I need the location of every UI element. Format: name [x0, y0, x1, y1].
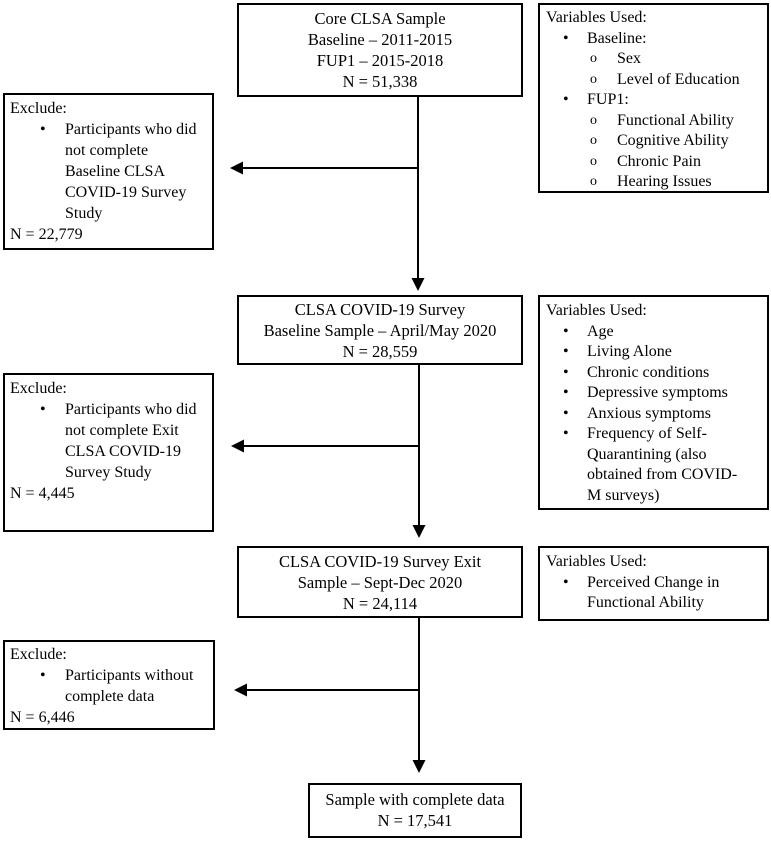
- bullet-icon: •: [563, 343, 569, 360]
- bullet-icon: •: [40, 401, 46, 418]
- bullet-icon: •: [563, 573, 569, 591]
- variables-item: Living Alone: [587, 343, 672, 360]
- arrowhead-left-icon: [231, 439, 244, 453]
- arrowhead-down-icon: [412, 525, 426, 538]
- variables-title: Variables Used:: [546, 9, 647, 26]
- exit-survey-box: CLSA COVID-19 Survey Exit Sample – Sept-…: [237, 546, 523, 618]
- exclude-title: Exclude:: [10, 100, 67, 117]
- variables-title: Variables Used:: [546, 302, 647, 319]
- arrowhead-left-icon: [234, 683, 247, 697]
- variables-group-label: Baseline:: [587, 29, 647, 47]
- variables-item: Age: [587, 322, 614, 340]
- exclude-box-2: Exclude: • Participants who did not comp…: [3, 373, 214, 532]
- variables-item: Frequency of Self-Quarantining (also obt…: [587, 425, 738, 504]
- circle-bullet-icon: o: [590, 133, 597, 148]
- bullet-icon: •: [40, 121, 46, 138]
- box-text-line: N = 51,338: [342, 72, 418, 91]
- bullet-icon: •: [563, 322, 569, 340]
- variables-item: Perceived Change in Functional Ability: [587, 573, 720, 612]
- bullet-icon: •: [563, 91, 569, 108]
- variables-item: Anxious symptoms: [587, 404, 712, 422]
- circle-bullet-icon: o: [590, 112, 597, 128]
- bullet-icon: •: [563, 384, 569, 401]
- box-text-line: Sample with complete data: [325, 790, 505, 809]
- variables-used-box-1: Variables Used: • Baseline: o Sex o Leve…: [538, 3, 769, 193]
- box-text-line: CLSA COVID-19 Survey Exit: [278, 552, 482, 571]
- baseline-survey-box: CLSA COVID-19 Survey Baseline Sample – A…: [237, 295, 523, 365]
- final-sample-box: Sample with complete data N = 17,541: [308, 783, 522, 838]
- box-text-line: N = 17,541: [377, 811, 453, 830]
- box-text-line: FUP1 – 2015-2018: [316, 51, 444, 70]
- exclude-box-3: Exclude: • Participants without complete…: [3, 640, 215, 730]
- circle-bullet-icon: o: [590, 153, 597, 169]
- arrowhead-down-icon: [411, 278, 425, 291]
- exclude-box-1: Exclude: • Participants who did not comp…: [3, 93, 214, 250]
- box-text-line: Baseline Sample – April/May 2020: [263, 321, 497, 340]
- box-text-line: Sample – Sept-Dec 2020: [297, 573, 463, 592]
- bullet-icon: •: [563, 363, 569, 381]
- variables-item: Chronic Pain: [617, 152, 701, 170]
- arrow-to-exclude-3: [234, 683, 419, 697]
- bullet-icon: •: [40, 667, 46, 684]
- exclude-reason: Participants without complete data: [65, 667, 194, 705]
- arrowhead-down-icon: [412, 760, 426, 773]
- box-text-line: CLSA COVID-19 Survey: [294, 300, 466, 319]
- variables-group-label: FUP1:: [587, 91, 629, 108]
- exclude-title: Exclude:: [10, 646, 67, 663]
- box-text-line: Core CLSA Sample: [314, 9, 446, 28]
- arrow-to-exclude-1: [230, 161, 418, 175]
- variables-used-box-3: Variables Used: • Perceived Change in Fu…: [538, 546, 769, 621]
- circle-bullet-icon: o: [590, 71, 597, 87]
- variables-title: Variables Used:: [546, 553, 647, 570]
- arrow-exit-to-final: [412, 618, 426, 773]
- box-text-line: N = 28,559: [342, 342, 418, 361]
- variables-item: Sex: [617, 50, 641, 67]
- circle-bullet-icon: o: [590, 51, 597, 66]
- variables-item: Depressive symptoms: [587, 384, 728, 401]
- variables-item: Hearing Issues: [617, 173, 712, 190]
- variables-item: Functional Ability: [617, 111, 734, 129]
- variables-used-box-2: Variables Used: • Age • Living Alone • C…: [538, 295, 769, 510]
- exclude-count: N = 22,779: [10, 226, 83, 243]
- arrow-to-exclude-2: [231, 439, 419, 453]
- exclude-title: Exclude:: [10, 380, 67, 397]
- bullet-icon: •: [563, 425, 569, 442]
- circle-bullet-icon: o: [590, 174, 597, 189]
- box-text-line: Baseline – 2011-2015: [307, 30, 453, 49]
- exclude-count: N = 6,446: [10, 709, 75, 726]
- exclude-reason: Participants who did not complete Baseli…: [65, 121, 197, 222]
- bullet-icon: •: [563, 29, 569, 47]
- arrow-core-to-baseline: [411, 97, 425, 291]
- variables-item: Level of Education: [617, 70, 740, 88]
- box-text-line: N = 24,114: [342, 594, 418, 613]
- variables-item: Chronic conditions: [587, 363, 710, 381]
- core-sample-box: Core CLSA Sample Baseline – 2011-2015 FU…: [237, 3, 523, 97]
- exclude-reason: Participants who did not complete Exit C…: [65, 401, 197, 481]
- bullet-icon: •: [563, 404, 569, 422]
- variables-item: Cognitive Ability: [617, 132, 729, 149]
- exclude-count: N = 4,445: [10, 485, 75, 502]
- arrowhead-left-icon: [230, 161, 243, 175]
- arrow-baseline-to-exit: [412, 365, 426, 538]
